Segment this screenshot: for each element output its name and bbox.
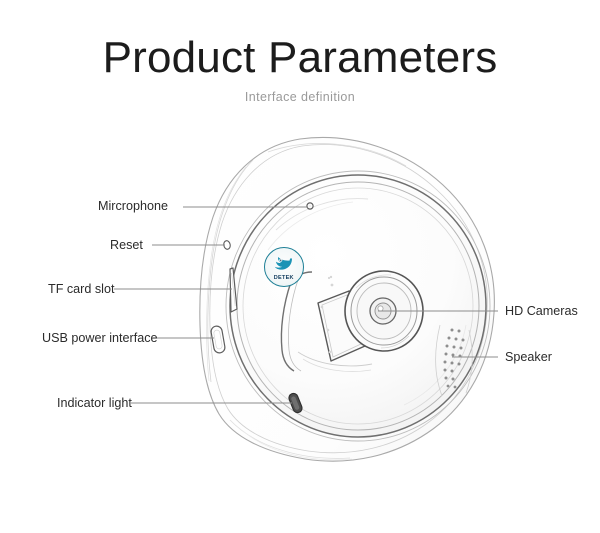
usb-power-port (210, 325, 226, 354)
callout-label-tf-card-slot: TF card slot (48, 282, 115, 296)
callout-label-usb-power-interface: USB power interface (42, 331, 158, 345)
indicator-light-led (288, 392, 303, 414)
page-title: Product Parameters (102, 33, 498, 82)
callout-label-speaker: Speaker (505, 350, 552, 364)
tf-card-slot-port (229, 267, 238, 313)
callout-label-reset: Reset (110, 238, 143, 252)
reset-port (223, 240, 231, 250)
page-subtitle: Interface definition (244, 90, 356, 104)
callout-label-indicator-light: Indicator light (57, 396, 132, 410)
microphone-port (306, 202, 314, 210)
speaker-grille (443, 328, 465, 389)
brand-logo-badge: DETEK (264, 247, 304, 287)
callout-label-hd-cameras: HD Cameras (505, 304, 578, 318)
dolphin-wave-logo-icon (274, 256, 292, 270)
callout-label-microphone: Mircrophone (98, 199, 168, 213)
leader-lines (114, 206, 498, 404)
brand-logo-text: DETEK (274, 274, 294, 281)
dome-detail-dots (320, 275, 334, 354)
speaker-grille-outline (435, 324, 473, 397)
